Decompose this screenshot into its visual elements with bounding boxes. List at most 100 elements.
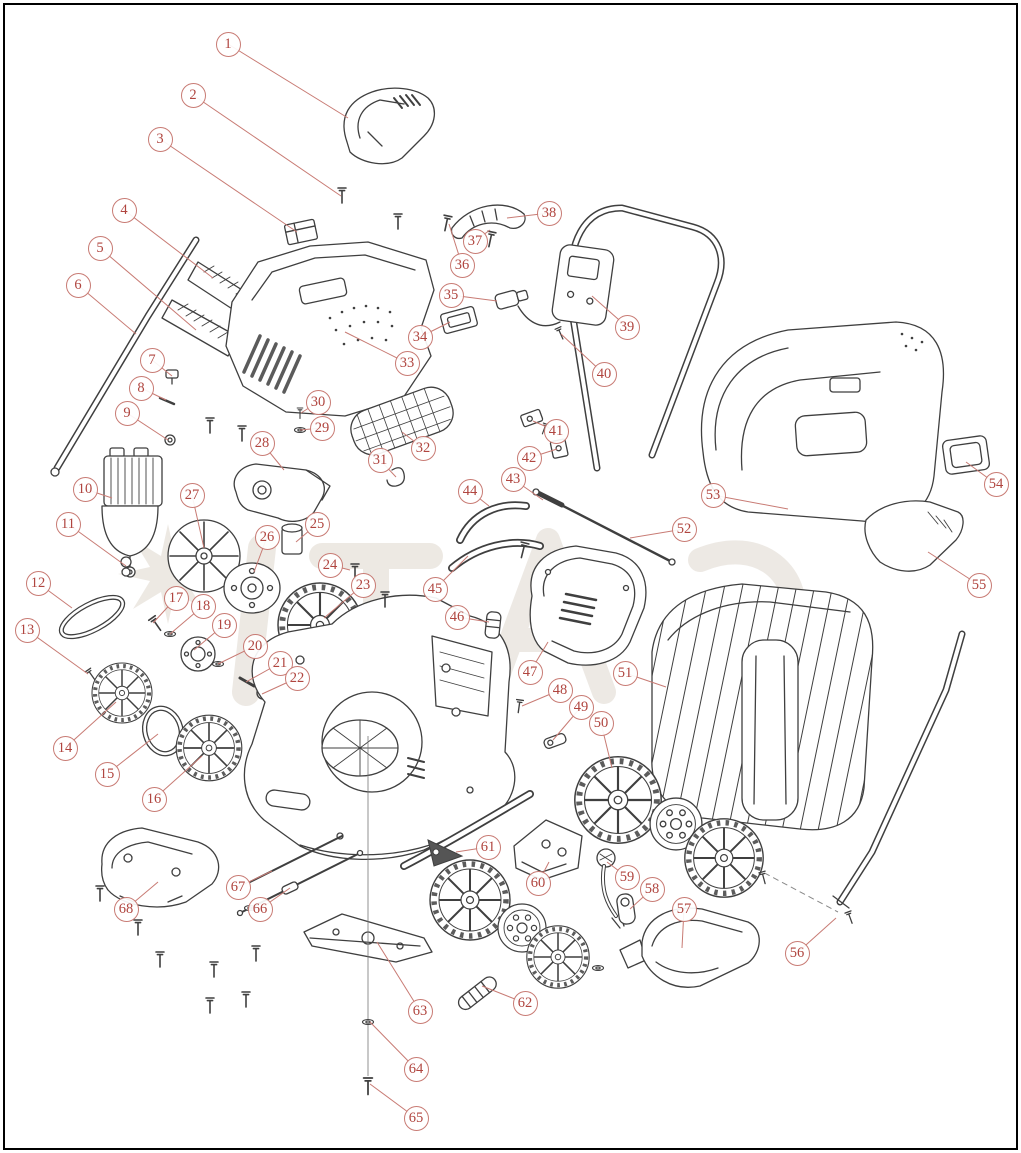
- callout-46: 46: [444, 604, 470, 630]
- callout-18: 18: [190, 593, 216, 619]
- callout-30: 30: [305, 389, 331, 415]
- screw: [147, 614, 165, 634]
- callout-55: 55: [966, 572, 992, 598]
- lower-handle-tube-right: [832, 630, 966, 909]
- handle-bar-bracket-upper: [456, 501, 530, 544]
- connector-box: [283, 218, 319, 246]
- wheel-front-left: [92, 663, 152, 723]
- cable-clamp-b: [549, 438, 569, 459]
- wheel-rear-right: [575, 757, 661, 843]
- callout-48: 48: [547, 677, 573, 703]
- callout-44: 44: [457, 478, 483, 504]
- callout-61: 61: [475, 834, 501, 860]
- callout-10: 10: [72, 476, 98, 502]
- callout-24: 24: [317, 552, 343, 578]
- callout-65: 65: [403, 1105, 429, 1131]
- handle-clamp: [450, 204, 526, 240]
- callout-64: 64: [403, 1056, 429, 1082]
- callout-62: 62: [512, 990, 538, 1016]
- callout-23: 23: [350, 572, 376, 598]
- callout-39: 39: [614, 314, 640, 340]
- callout-25: 25: [304, 511, 330, 537]
- fan-impeller: [167, 519, 241, 593]
- fan-plate: [223, 562, 281, 614]
- callout-6: 6: [65, 272, 91, 298]
- motor-cover-plate: [529, 545, 647, 666]
- callout-52: 52: [671, 516, 697, 542]
- callout-9: 9: [114, 400, 140, 426]
- callout-32: 32: [410, 435, 436, 461]
- handle-bar-bracket-lower: [448, 539, 544, 572]
- callout-51: 51: [612, 660, 638, 686]
- axle-arm: [400, 790, 534, 870]
- handle-pad-lower: [161, 299, 241, 357]
- upper-handle-tube: [566, 204, 725, 472]
- callout-58: 58: [639, 876, 665, 902]
- front-bumper: [101, 827, 220, 908]
- height-lever: [596, 848, 625, 929]
- callout-63: 63: [407, 998, 433, 1024]
- spacer-cylinder: [281, 523, 303, 555]
- callout-19: 19: [211, 612, 237, 638]
- callout-11: 11: [55, 511, 81, 537]
- callout-12: 12: [25, 570, 51, 596]
- callout-36: 36: [449, 252, 475, 278]
- callout-37: 37: [462, 228, 488, 254]
- callout-20: 20: [242, 633, 268, 659]
- callout-2: 2: [180, 82, 206, 108]
- callout-66: 66: [247, 896, 273, 922]
- callout-3: 3: [147, 126, 173, 152]
- blade-bolt-axis: [361, 736, 375, 1096]
- spring: [457, 976, 497, 1011]
- callout-57: 57: [671, 896, 697, 922]
- callout-54: 54: [983, 471, 1009, 497]
- lever-knob: [616, 893, 636, 925]
- callout-16: 16: [141, 786, 167, 812]
- callout-33: 33: [394, 350, 420, 376]
- callout-29: 29: [309, 415, 335, 441]
- callout-42: 42: [516, 445, 542, 471]
- grass-chute-cover: [350, 386, 454, 456]
- callout-8: 8: [128, 375, 154, 401]
- callout-59: 59: [614, 864, 640, 890]
- cable-plug: [494, 289, 529, 310]
- mower-deck: [243, 594, 516, 860]
- door-latch: [941, 435, 991, 475]
- callout-67: 67: [225, 874, 251, 900]
- callout-49: 49: [568, 694, 594, 720]
- callout-35: 35: [438, 282, 464, 308]
- axle-rod: [532, 488, 676, 566]
- pin: [158, 396, 176, 406]
- bushing: [484, 611, 502, 639]
- deflector-bracket: [864, 500, 964, 572]
- lower-handle-tube-left: [50, 236, 200, 477]
- callout-13: 13: [14, 617, 40, 643]
- callout-40: 40: [591, 361, 617, 387]
- rear-skirt: [619, 907, 760, 988]
- callout-1: 1: [215, 31, 241, 57]
- callout-45: 45: [422, 576, 448, 602]
- motor-top-cover: [225, 241, 435, 417]
- callout-7: 7: [139, 347, 165, 373]
- callout-41: 41: [543, 418, 569, 444]
- wheel-ring: [141, 705, 185, 757]
- rear-door: [700, 321, 945, 523]
- callout-28: 28: [249, 430, 275, 456]
- latch-lever: [543, 733, 567, 749]
- callout-38: 38: [536, 200, 562, 226]
- callout-15: 15: [94, 761, 120, 787]
- cable-clip: [440, 305, 478, 335]
- grass-bag: [651, 583, 874, 831]
- spring-hook: [386, 467, 405, 487]
- callout-50: 50: [588, 710, 614, 736]
- handle-grip: [343, 87, 435, 165]
- drive-belt: [58, 594, 126, 640]
- callout-34: 34: [407, 324, 433, 350]
- pulley: [180, 636, 216, 672]
- switch-housing: [517, 244, 615, 327]
- callout-22: 22: [284, 665, 310, 691]
- wheel-bracket: [513, 819, 583, 881]
- wheel-rear-right-outer: [685, 819, 763, 897]
- callout-21: 21: [267, 650, 293, 676]
